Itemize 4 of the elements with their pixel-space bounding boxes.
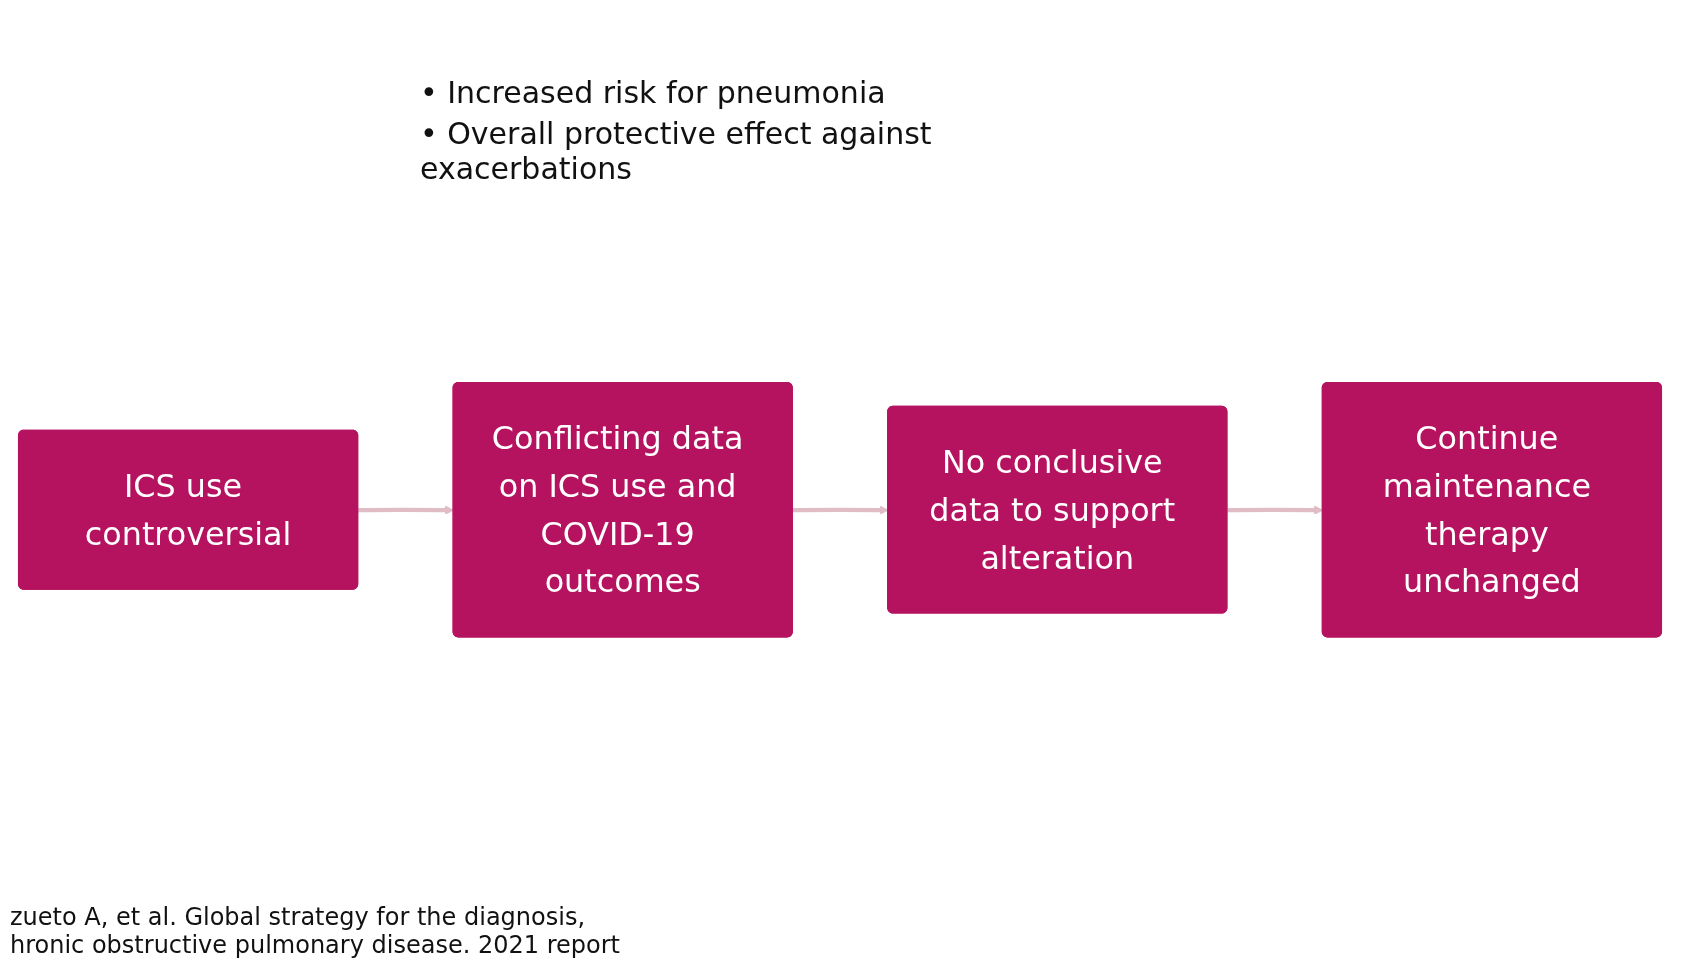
flowchart: ICS use controversial Conflicting data on ICS use and COVID-19 outcomes No conclusive data to support alteration Continue maintenance therapy unchanged (10, 374, 1670, 646)
citation-note: zueto A, et al. Global strategy for the diagnosis, hronic obstructive pulmonary disease. 2021 report (10, 903, 621, 959)
bullet-point: • Overall protective effect against exacerbations (420, 116, 933, 186)
bullet-point: • Increased risk for pneumonia (420, 75, 887, 110)
